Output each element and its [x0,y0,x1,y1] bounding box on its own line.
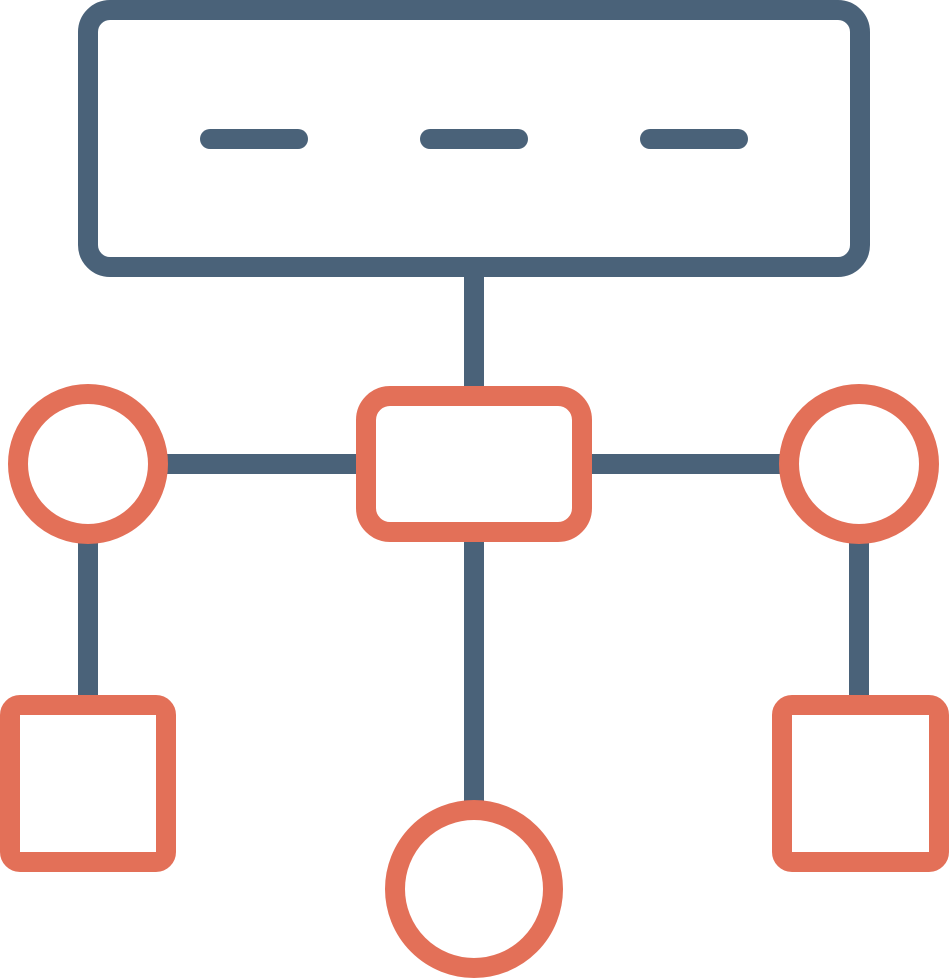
bottom-leaf [385,800,563,978]
right-leaf [772,695,949,872]
connectors [78,265,869,819]
left-node [8,384,168,544]
nodes [0,384,949,978]
root-panel [78,0,870,277]
right-node [779,384,939,544]
left-leaf [0,695,176,872]
center-node [356,386,592,542]
root-panel-frame [78,0,870,277]
